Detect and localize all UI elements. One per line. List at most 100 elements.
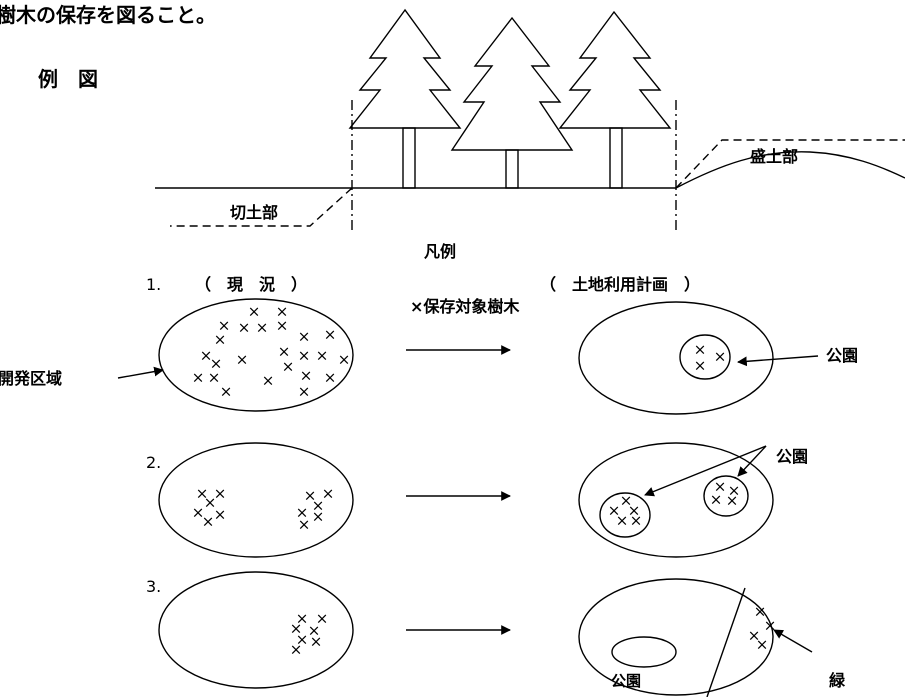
preserved-tree-mark: × <box>218 317 231 335</box>
row-2-number: 2. <box>146 453 161 472</box>
tree-center-icon <box>450 16 574 189</box>
preserved-tree-mark: × <box>278 343 291 361</box>
row-3-green-boundary <box>706 587 746 697</box>
preserved-tree-mark: × <box>296 504 309 522</box>
development-area-pointer <box>117 366 164 379</box>
header-text: 樹木の保存を図ること。 <box>0 3 216 27</box>
preserved-tree-mark: × <box>710 491 723 509</box>
preserved-tree-mark: × <box>214 506 227 524</box>
preserved-tree-mark: × <box>202 513 215 531</box>
row-3-current-area <box>158 571 354 689</box>
preserved-tree-mark: × <box>262 372 275 390</box>
row-2-park-left <box>599 492 651 538</box>
preserved-tree-mark: × <box>608 502 621 520</box>
preserved-tree-mark: × <box>296 610 309 628</box>
row-3-green-pointer <box>773 629 813 653</box>
preserved-tree-mark: × <box>298 328 311 346</box>
fill-label: 盛土部 <box>750 147 798 166</box>
preserved-tree-mark: × <box>214 485 227 503</box>
row-1-park-label: 公園 <box>826 346 858 365</box>
preserved-tree-mark: × <box>324 369 337 387</box>
preserved-tree-mark: × <box>204 494 217 512</box>
row-3-number: 3. <box>146 577 161 596</box>
preserved-tree-mark: × <box>324 326 337 344</box>
preserved-tree-mark: × <box>196 485 209 503</box>
preserved-tree-mark: × <box>316 610 329 628</box>
preserved-tree-mark: × <box>620 492 633 510</box>
preserved-tree-mark: × <box>748 627 761 645</box>
preserved-tree-mark: × <box>236 351 249 369</box>
preserved-tree-mark: × <box>694 341 707 359</box>
preserved-tree-marks: ××××××××××××××××××××××××××××××××××××××××… <box>192 303 777 659</box>
row-2-park-pointer-right <box>737 445 767 477</box>
preserved-tree-mark: × <box>200 347 213 365</box>
preserved-tree-mark: × <box>308 622 321 640</box>
row-3-green-label: 緑 <box>829 671 846 690</box>
preserved-tree-mark: × <box>312 497 325 515</box>
row-2-park-pointer-left <box>644 445 767 497</box>
preserved-tree-mark: × <box>296 631 309 649</box>
row-3-plan-area <box>578 578 774 696</box>
cross-section <box>155 8 905 230</box>
preserved-tree-mark: × <box>312 508 325 526</box>
preserved-tree-mark: × <box>290 620 303 638</box>
preserved-tree-mark: × <box>338 351 351 369</box>
fill-dashed-outline <box>675 139 905 189</box>
preserved-tree-mark: × <box>764 617 777 635</box>
preserved-tree-mark: × <box>304 487 317 505</box>
legend-title: 凡例 <box>424 242 456 261</box>
row-1-park-pointer <box>737 355 819 367</box>
preserved-tree-mark: × <box>298 383 311 401</box>
column-header-current: （ 現 況 ） <box>195 275 307 294</box>
preserved-tree-mark: × <box>754 603 767 621</box>
row-1-plan-area <box>578 301 774 415</box>
preserved-tree-mark: × <box>276 303 289 321</box>
preserved-tree-mark: × <box>298 347 311 365</box>
column-header-plan: （ 土地利用計画 ） <box>540 275 700 294</box>
row-2-park-label: 公園 <box>776 447 808 466</box>
row-2-park-right <box>703 475 749 517</box>
preserved-tree-mark: × <box>192 504 205 522</box>
preserved-tree-mark: × <box>694 357 707 375</box>
preserved-tree-mark: × <box>726 492 739 510</box>
preserved-tree-mark: × <box>310 633 323 651</box>
preserved-tree-mark: × <box>322 485 335 503</box>
row-2-current-area <box>158 442 354 558</box>
preserved-tree-mark: × <box>616 512 629 530</box>
preserved-tree-mark: × <box>714 478 727 496</box>
preserved-tree-mark: × <box>630 512 643 530</box>
preserved-tree-mark: × <box>192 369 205 387</box>
preserved-tree-mark: × <box>214 331 227 349</box>
row-3-park-label: 公園 <box>611 672 641 690</box>
tree-left-icon <box>348 8 462 189</box>
row-1-current-area <box>158 298 354 412</box>
preserved-tree-mark: × <box>316 347 329 365</box>
row-2-plan-area <box>578 442 774 558</box>
development-area-label: 開発区域 <box>0 369 62 388</box>
preserved-tree-mark: × <box>628 502 641 520</box>
preserved-tree-mark: × <box>220 383 233 401</box>
preserved-tree-mark: × <box>238 319 251 337</box>
row-1-number: 1. <box>146 275 161 294</box>
preserved-tree-mark: × <box>756 636 769 654</box>
preserved-tree-mark: × <box>248 303 261 321</box>
preserved-tree-mark: × <box>282 358 295 376</box>
cut-label: 切土部 <box>230 203 278 222</box>
example-title: 例 図 <box>38 67 98 91</box>
preserved-tree-mark: × <box>298 516 311 534</box>
preserved-tree-mark: × <box>728 482 741 500</box>
fill-slope-curve <box>675 151 905 189</box>
legend-item: ×保存対象樹木 <box>410 297 520 316</box>
preserved-tree-mark: × <box>256 319 269 337</box>
tree-right-icon <box>558 10 672 189</box>
cut-dashed-outline <box>170 187 353 227</box>
preserved-tree-mark: × <box>276 317 289 335</box>
preserved-tree-mark: × <box>714 348 727 366</box>
row-3-park <box>611 636 677 668</box>
preserved-tree-mark: × <box>290 641 303 659</box>
preserved-tree-mark: × <box>210 355 223 373</box>
row-1-park <box>679 334 731 380</box>
preserved-tree-mark: × <box>208 369 221 387</box>
preserved-tree-mark: × <box>300 367 313 385</box>
